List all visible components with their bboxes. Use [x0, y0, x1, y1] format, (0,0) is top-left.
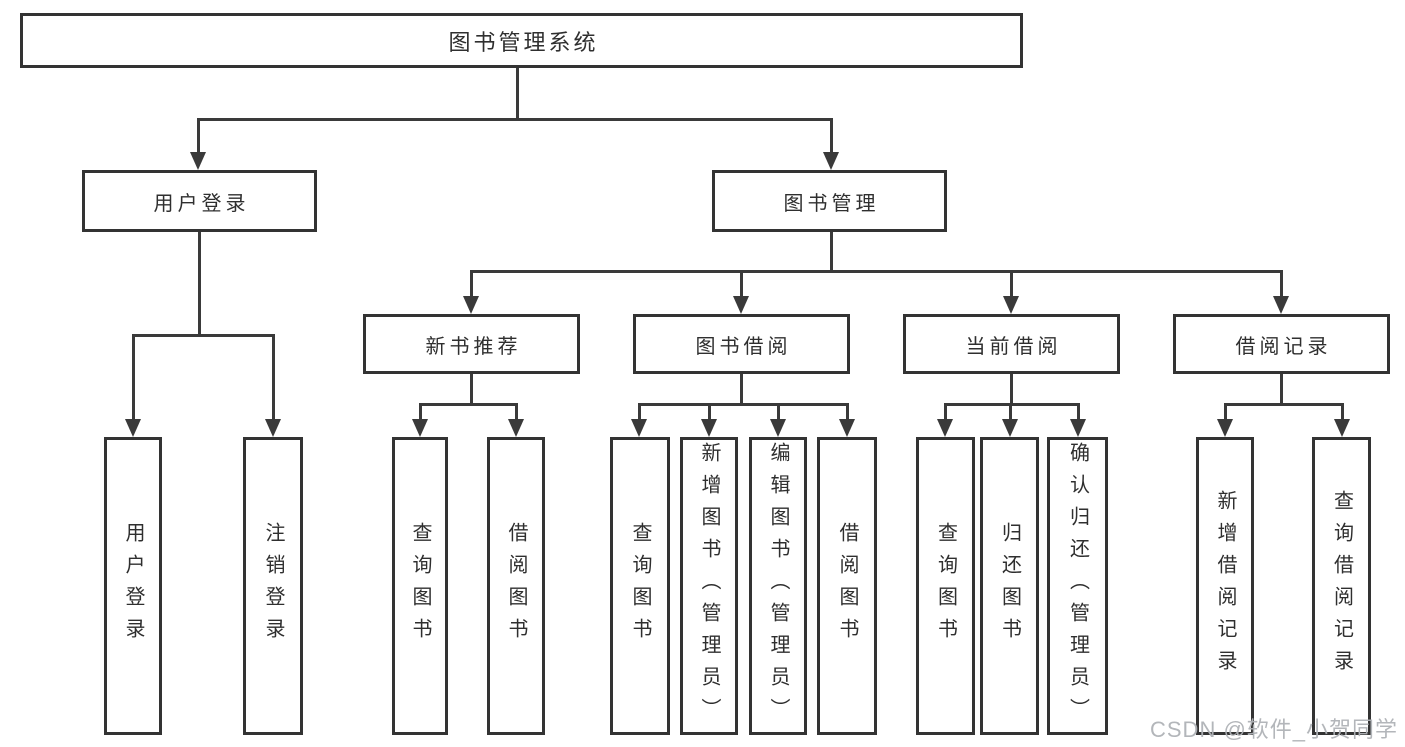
connector-vline: [197, 232, 201, 336]
connector-arrow-stem: [514, 404, 518, 419]
connector-vline: [515, 68, 519, 120]
node-user-login: 用户登录: [82, 170, 317, 232]
connector-arrow-stem: [1076, 404, 1080, 419]
connector-arrow-stem: [131, 335, 135, 419]
arrow-down-icon: [463, 296, 479, 314]
connector-hline: [132, 333, 275, 337]
connector-arrow-stem: [1009, 271, 1013, 296]
connector-hline: [638, 402, 849, 406]
connector-vline: [739, 374, 743, 405]
connector-arrow-stem: [271, 335, 275, 419]
leaf-records-add-borrow-record: 新增借阅记录: [1196, 437, 1254, 735]
leaf-borrowing-edit-books-admin: 编辑图书（管理员）: [749, 437, 807, 735]
arrow-down-icon: [412, 419, 428, 437]
connector-arrow-stem: [1340, 404, 1344, 419]
connector-hline: [197, 117, 833, 121]
leaf-recommend-borrow-books: 借阅图书: [487, 437, 545, 735]
arrow-down-icon: [1334, 419, 1350, 437]
arrow-down-icon: [937, 419, 953, 437]
arrow-down-icon: [125, 419, 141, 437]
arrow-down-icon: [265, 419, 281, 437]
connector-hline: [944, 402, 1080, 406]
leaf-borrowing-borrow-books: 借阅图书: [817, 437, 877, 735]
connector-arrow-stem: [707, 404, 711, 419]
connector-arrow-stem: [776, 404, 780, 419]
watermark: CSDN @软件_小贺同学: [1150, 717, 1399, 742]
arrow-down-icon: [701, 419, 717, 437]
node-borrow-records: 借阅记录: [1173, 314, 1390, 374]
connector-arrow-stem: [845, 404, 849, 419]
connector-arrow-stem: [829, 119, 833, 152]
leaf-records-query-borrow-record: 查询借阅记录: [1312, 437, 1371, 735]
node-new-book-recommend: 新书推荐: [363, 314, 580, 374]
node-book-borrowing: 图书借阅: [633, 314, 850, 374]
leaf-current-query-books: 查询图书: [916, 437, 975, 735]
leaf-user-login: 用户登录: [104, 437, 162, 735]
arrow-down-icon: [1003, 296, 1019, 314]
connector-hline: [470, 269, 1283, 273]
arrow-down-icon: [770, 419, 786, 437]
arrow-down-icon: [1273, 296, 1289, 314]
connector-arrow-stem: [469, 271, 473, 296]
connector-hline: [419, 402, 518, 406]
connector-arrow-stem: [739, 271, 743, 296]
arrow-down-icon: [631, 419, 647, 437]
connector-arrow-stem: [1279, 271, 1283, 296]
connector-vline: [469, 374, 473, 405]
arrow-down-icon: [1217, 419, 1233, 437]
arrow-down-icon: [839, 419, 855, 437]
arrow-down-icon: [733, 296, 749, 314]
arrow-down-icon: [190, 152, 206, 170]
connector-arrow-stem: [196, 119, 200, 152]
leaf-current-confirm-return-admin: 确认归还（管理员）: [1047, 437, 1108, 735]
arrow-down-icon: [823, 152, 839, 170]
connector-arrow-stem: [943, 404, 947, 419]
leaf-borrowing-add-books-admin: 新增图书（管理员）: [680, 437, 738, 735]
node-current-borrowing: 当前借阅: [903, 314, 1120, 374]
leaf-logout: 注销登录: [243, 437, 303, 735]
arrow-down-icon: [1070, 419, 1086, 437]
connector-vline: [1009, 374, 1013, 405]
connector-hline: [1224, 402, 1344, 406]
connector-arrow-stem: [418, 404, 422, 419]
node-book-management: 图书管理: [712, 170, 947, 232]
arrow-down-icon: [1002, 419, 1018, 437]
arrow-down-icon: [508, 419, 524, 437]
connector-arrow-stem: [637, 404, 641, 419]
leaf-borrowing-query-books: 查询图书: [610, 437, 670, 735]
leaf-recommend-query-books: 查询图书: [392, 437, 448, 735]
node-root: 图书管理系统: [20, 13, 1023, 68]
connector-vline: [829, 232, 833, 272]
leaf-current-return-books: 归还图书: [980, 437, 1039, 735]
connector-arrow-stem: [1008, 404, 1012, 419]
connector-vline: [1279, 374, 1283, 405]
connector-arrow-stem: [1223, 404, 1227, 419]
